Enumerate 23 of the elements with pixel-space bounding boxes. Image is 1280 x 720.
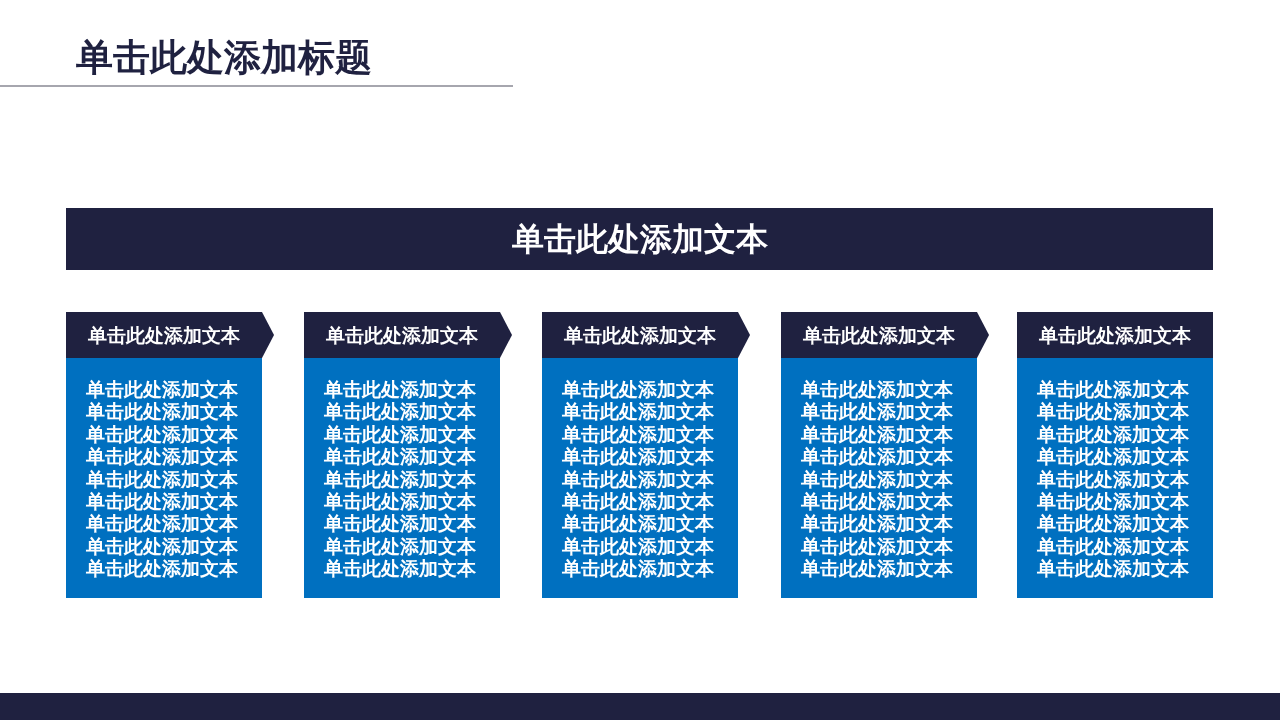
step-header bbox=[1017, 312, 1213, 358]
header-text: 单击此处添加文本 bbox=[325, 323, 479, 348]
header-text: 单击此处添加文本 bbox=[87, 323, 241, 348]
arrow-header bbox=[781, 312, 989, 358]
slide-title: 单击此处添加标题 bbox=[76, 35, 372, 81]
arrow-header bbox=[542, 312, 750, 358]
body-text: 单击此处添加文本单击此处添加文本单击此处添加文本单击此处添加文本单击此处添加文本单击此处添加文本单击此处添加文本单击此处添加文本单击此处添加文本 bbox=[324, 378, 477, 580]
text-panel bbox=[781, 358, 977, 598]
text-panel bbox=[66, 358, 262, 598]
header-text: 单击此处添加文本 bbox=[563, 323, 717, 348]
body-text: 单击此处添加文本单击此处添加文本单击此处添加文本单击此处添加文本单击此处添加文本单击此处添加文本单击此处添加文本单击此处添加文本单击此处添加文本 bbox=[562, 378, 715, 580]
header-text: 单击此处添加文本 bbox=[802, 323, 956, 348]
text-panel bbox=[542, 358, 738, 598]
body-text: 单击此处添加文本单击此处添加文本单击此处添加文本单击此处添加文本单击此处添加文本单击此处添加文本单击此处添加文本单击此处添加文本单击此处添加文本 bbox=[86, 378, 239, 580]
text-panel bbox=[1017, 358, 1213, 598]
header-banner bbox=[66, 208, 1213, 270]
body-text: 单击此处添加文本单击此处添加文本单击此处添加文本单击此处添加文本单击此处添加文本单击此处添加文本单击此处添加文本单击此处添加文本单击此处添加文本 bbox=[801, 378, 954, 580]
text-panel bbox=[304, 358, 500, 598]
arrow-header bbox=[66, 312, 274, 358]
banner-text: 单击此处添加文本 bbox=[510, 219, 769, 260]
arrow-header bbox=[304, 312, 512, 358]
header-text: 单击此处添加文本 bbox=[1038, 323, 1192, 348]
body-text: 单击此处添加文本单击此处添加文本单击此处添加文本单击此处添加文本单击此处添加文本单击此处添加文本单击此处添加文本单击此处添加文本单击此处添加文本 bbox=[1037, 378, 1190, 580]
